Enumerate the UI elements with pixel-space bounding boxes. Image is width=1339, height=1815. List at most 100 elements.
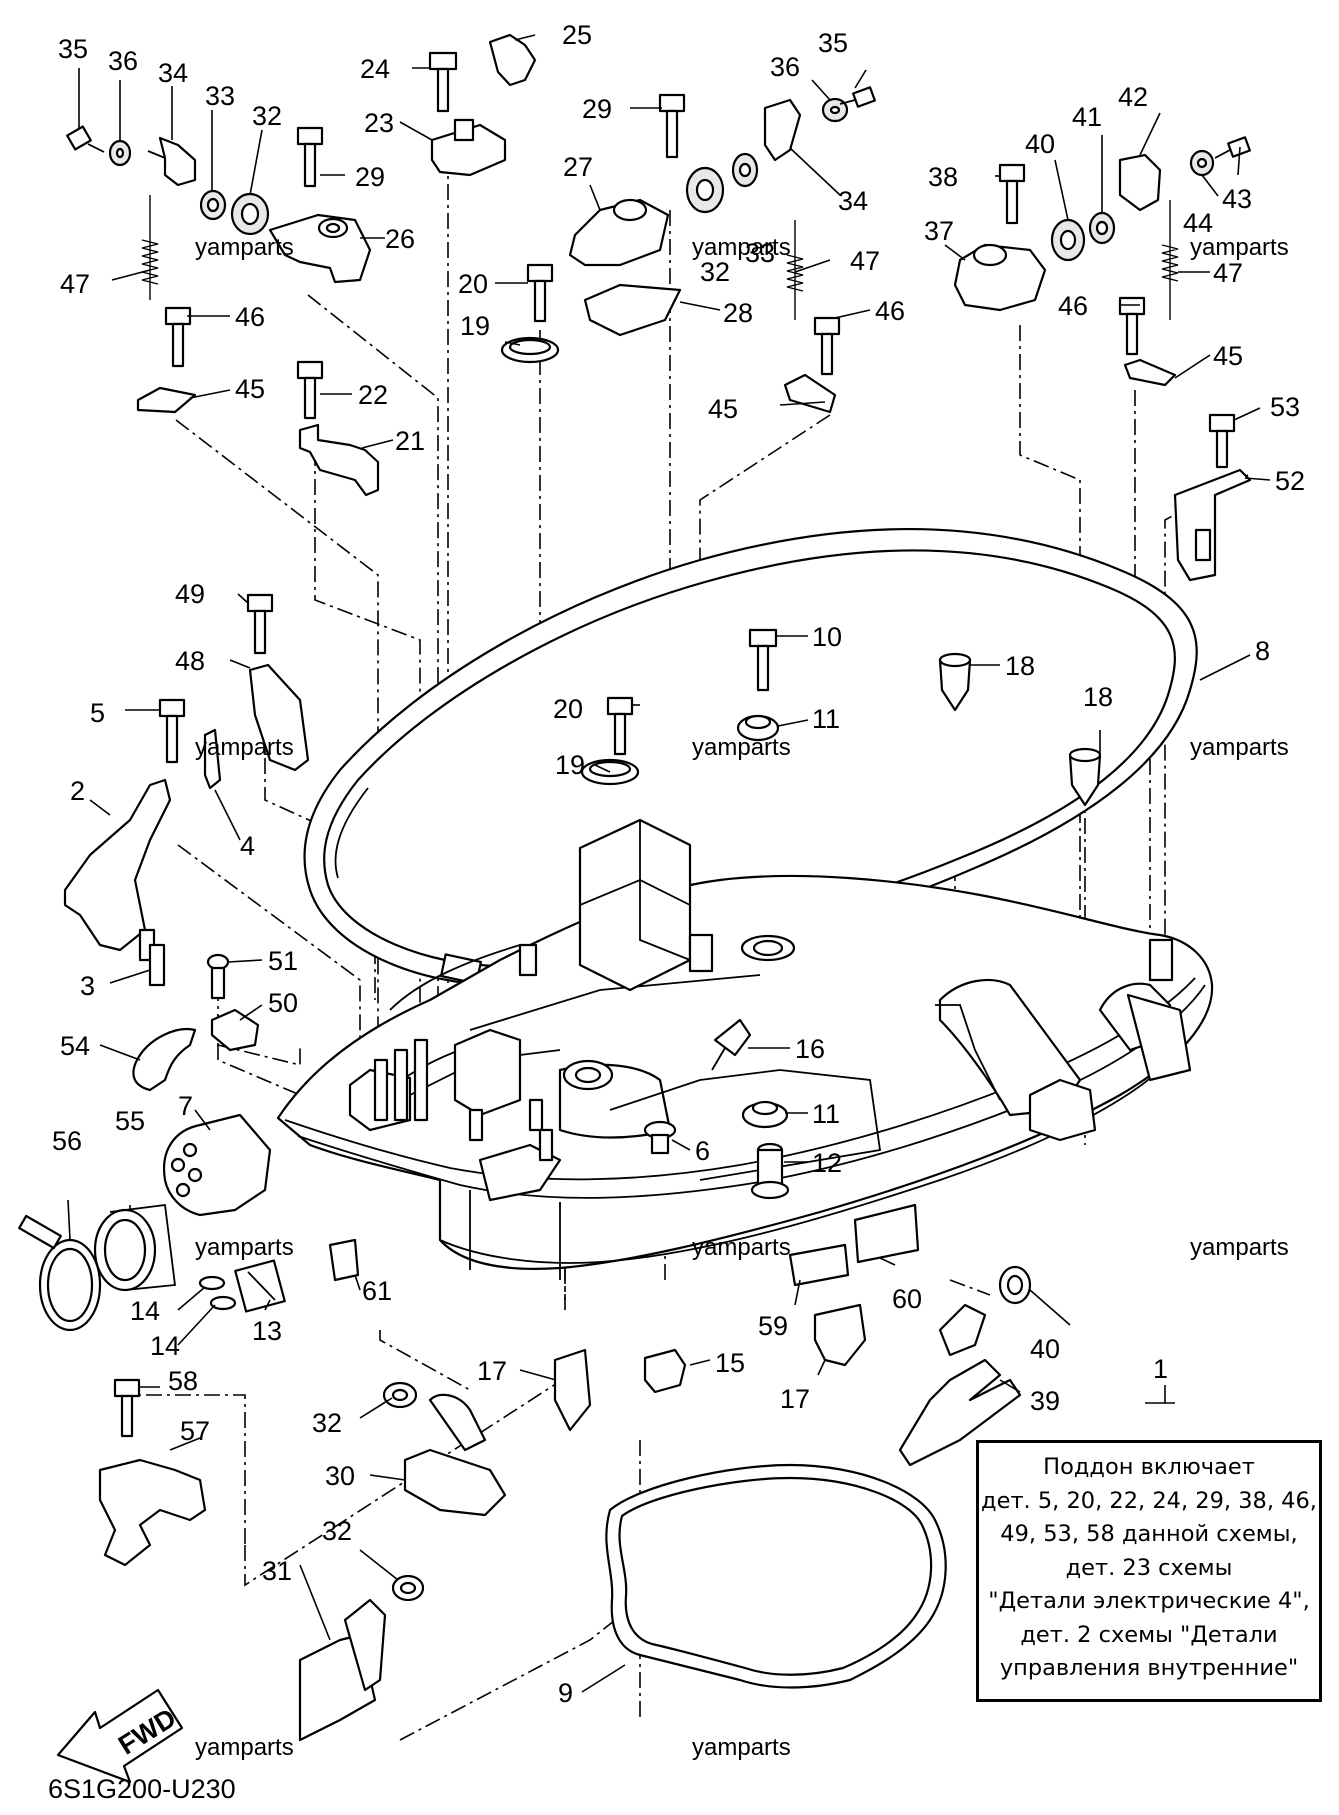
callout-40-top: 40 <box>1025 129 1055 159</box>
bolt-10 <box>748 628 778 692</box>
bolt-43 <box>1214 136 1251 159</box>
callout-3: 3 <box>80 971 95 1001</box>
clip-25 <box>488 33 537 87</box>
callout-43: 43 <box>1222 184 1252 214</box>
bracket-52 <box>1173 468 1252 582</box>
callout-41: 41 <box>1072 102 1102 132</box>
bracket-42 <box>1118 153 1162 212</box>
clip-14-lower <box>209 1295 237 1311</box>
bracket-34-mid <box>763 98 802 162</box>
watermark: yamparts <box>195 1734 294 1761</box>
washer-44 <box>1189 149 1215 177</box>
bolt-29-mid <box>658 93 686 159</box>
callout-23: 23 <box>364 108 394 138</box>
callout-32-bottom: 32 <box>312 1408 342 1438</box>
watermark: yamparts <box>1190 1234 1289 1261</box>
sleeve-12 <box>750 1142 790 1200</box>
callout-47-mid: 47 <box>850 246 880 276</box>
bracket-30 <box>403 1393 507 1517</box>
callout-30: 30 <box>325 1461 355 1491</box>
plate-45-right <box>1123 358 1177 387</box>
callout-47-left: 47 <box>60 269 90 299</box>
callout-44: 44 <box>1183 208 1213 238</box>
callout-5: 5 <box>90 698 105 728</box>
callout-36-left: 36 <box>108 46 138 76</box>
callout-33-mid: 33 <box>745 238 775 268</box>
callout-54: 54 <box>60 1031 90 1061</box>
callout-13: 13 <box>252 1316 282 1346</box>
bracket-34-left <box>147 136 197 187</box>
band-56 <box>18 1214 102 1332</box>
callout-21: 21 <box>395 426 425 456</box>
note-line: 49, 53, 58 данной схемы, <box>1000 1521 1298 1547</box>
watermark: yamparts <box>195 734 294 761</box>
callout-35-mid: 35 <box>818 28 848 58</box>
callout-16: 16 <box>795 1034 825 1064</box>
watermarks: yamparts yamparts yamparts yamparts yamp… <box>195 234 1289 1761</box>
callout-48: 48 <box>175 646 205 676</box>
label-60 <box>853 1203 920 1264</box>
pad-17-left <box>553 1348 592 1432</box>
callout-45-right: 45 <box>1213 341 1243 371</box>
callout-15: 15 <box>715 1348 745 1378</box>
label-59 <box>788 1243 850 1287</box>
callout-4: 4 <box>240 831 255 861</box>
callout-61: 61 <box>362 1276 392 1306</box>
clip-4 <box>203 728 222 790</box>
callout-37: 37 <box>924 216 954 246</box>
fwd-arrow-icon: FWD <box>56 1688 184 1784</box>
callout-32-low: 32 <box>322 1516 352 1546</box>
plate-45-mid <box>783 373 837 414</box>
callout-33-left: 33 <box>205 81 235 111</box>
callout-32-mid: 32 <box>700 257 730 287</box>
callout-45-mid: 45 <box>708 394 738 424</box>
callout-7: 7 <box>178 1091 193 1121</box>
gasket-9 <box>605 1463 947 1689</box>
callout-36-mid: 36 <box>770 52 800 82</box>
bolt-20-top <box>526 263 554 323</box>
callout-53: 53 <box>1270 392 1300 422</box>
lever-2 <box>63 778 172 962</box>
holder-26 <box>268 213 372 284</box>
plug-18-left <box>938 652 972 712</box>
watermark: yamparts <box>692 1234 791 1261</box>
spring-47-mid <box>786 220 804 320</box>
lever-39 <box>898 1303 1022 1467</box>
callout-labels: 35 36 34 33 32 29 24 25 23 26 47 46 45 2… <box>52 20 1305 1708</box>
pad-17-right <box>813 1303 867 1367</box>
grommet-11-bottom <box>741 1100 789 1129</box>
watermark: yamparts <box>692 234 791 261</box>
callout-11-top: 11 <box>812 704 840 734</box>
callout-50: 50 <box>268 988 298 1018</box>
callout-29-mid: 29 <box>582 94 612 124</box>
holder-37 <box>953 243 1047 312</box>
callout-19-mid: 19 <box>555 750 585 780</box>
cap-6 <box>643 1120 677 1155</box>
watermark: yamparts <box>692 1734 791 1761</box>
callout-8: 8 <box>1255 636 1270 666</box>
washer-36-left <box>108 139 132 167</box>
clamp-54 <box>132 1027 197 1092</box>
callout-29-left: 29 <box>355 162 385 192</box>
watermark: yamparts <box>1190 234 1289 261</box>
washer-19-top <box>500 336 560 364</box>
note-line: "Детали электрические 4", <box>988 1588 1310 1614</box>
callout-32-left: 32 <box>252 101 282 131</box>
pad-15 <box>643 1348 687 1394</box>
grommet-32-low <box>391 1574 425 1602</box>
callout-47-right: 47 <box>1213 258 1243 288</box>
callout-2: 2 <box>70 776 85 806</box>
callout-52: 52 <box>1275 466 1305 496</box>
callout-46-mid: 46 <box>875 296 905 326</box>
callout-11-bottom: 11 <box>812 1099 840 1129</box>
callout-6: 6 <box>695 1136 710 1166</box>
grommet-32-bottom <box>382 1381 418 1409</box>
bracket-50 <box>210 1008 260 1052</box>
bottom-cowling-1 <box>276 818 1214 1280</box>
holder-31 <box>298 1598 387 1742</box>
bracket-57 <box>98 1458 207 1567</box>
grommet-40-top <box>1050 218 1086 262</box>
callout-55: 55 <box>115 1106 145 1136</box>
callout-17-left: 17 <box>477 1356 507 1386</box>
small-parts: FWD <box>18 33 1252 1784</box>
